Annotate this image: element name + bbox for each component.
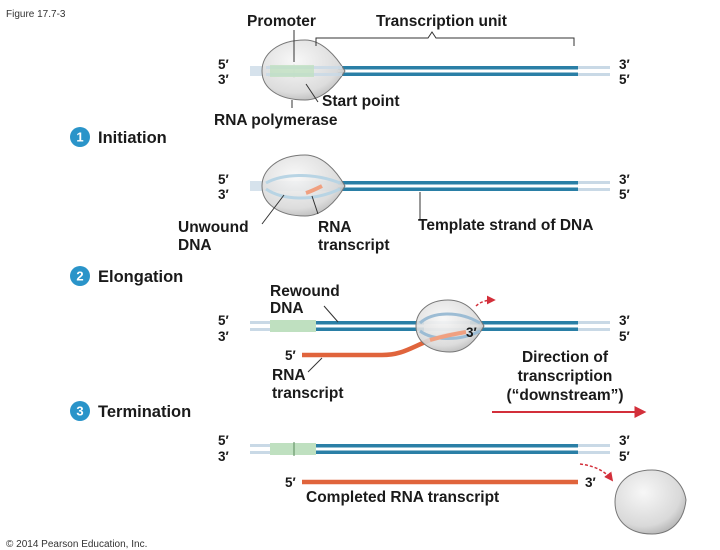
step-number: 1 [76, 130, 83, 145]
completed-rna-label: Completed RNA transcript [306, 489, 499, 506]
released-polymerase [614, 469, 687, 535]
top-three-prime-left: 3′ [218, 72, 229, 87]
elong-three-prime-left: 3′ [218, 329, 229, 344]
init-five-prime-right: 5′ [619, 187, 630, 202]
step-badge [70, 401, 90, 421]
termination-schematic: 5′ 3′ 3′ 5′ 5′ 3′ Completed RNA transcri… [218, 433, 687, 535]
term-five-prime-left: 5′ [218, 433, 229, 448]
elong-rna-label-line2: transcript [272, 385, 344, 402]
elong-five-prime-right: 5′ [619, 329, 630, 344]
init-five-prime-left: 5′ [218, 172, 229, 187]
step-number: 3 [76, 404, 83, 419]
figure-label: Figure 17.7-3 [6, 9, 66, 20]
rna-polymerase-shape [261, 154, 346, 217]
elongation-schematic: Rewound DNA 5′ 3′ 3′ 5′ 5′ 3′ RNA transc… [218, 283, 647, 418]
step-number: 2 [76, 269, 83, 284]
step-badge [70, 127, 90, 147]
top-five-prime-right: 5′ [619, 72, 630, 87]
top-three-prime-right: 3′ [619, 57, 630, 72]
rna-five-prime: 5′ [285, 348, 296, 363]
direction-label-line2: transcription [518, 368, 613, 385]
copyright: © 2014 Pearson Education, Inc. [6, 539, 147, 550]
completed-rna-three-prime: 3′ [585, 475, 596, 490]
term-five-prime-right: 5′ [619, 449, 630, 464]
step-title: Termination [98, 403, 191, 421]
term-three-prime-left: 3′ [218, 449, 229, 464]
unwound-dna-label-line2: DNA [178, 237, 212, 254]
step-termination: 3 Termination [70, 401, 191, 421]
transcription-unit-label: Transcription unit [376, 13, 507, 30]
elong-rna-label-line1: RNA [272, 367, 306, 384]
init-three-prime-left: 3′ [218, 187, 229, 202]
top-five-prime-left: 5′ [218, 57, 229, 72]
completed-rna-five-prime: 5′ [285, 475, 296, 490]
top-schematic: Promoter Transcription unit Start point … [214, 13, 630, 129]
step-elongation: 2 Elongation [70, 266, 183, 286]
step-badge [70, 266, 90, 286]
step-title: Elongation [98, 268, 183, 286]
template-strand-label: Template strand of DNA [418, 217, 593, 234]
rna-three-prime: 3′ [466, 325, 477, 340]
promoter-label: Promoter [247, 13, 316, 30]
init-three-prime-right: 3′ [619, 172, 630, 187]
step-initiation: 1 Initiation [70, 127, 167, 147]
rna-transcript-label-line1: RNA [318, 219, 352, 236]
rewound-dna-label-line1: Rewound [270, 283, 340, 300]
start-point-label: Start point [322, 93, 400, 110]
rna-transcript-label-line2: transcript [318, 237, 390, 254]
elong-five-prime-left: 5′ [218, 313, 229, 328]
short-rna-transcript [305, 184, 323, 195]
rewound-dna-label-line2: DNA [270, 300, 304, 317]
elong-three-prime-right: 3′ [619, 313, 630, 328]
direction-label-line3: (“downstream”) [506, 387, 623, 404]
unwound-dna-label-line1: Unwound [178, 219, 249, 236]
step-title: Initiation [98, 129, 167, 147]
rna-polymerase-label: RNA polymerase [214, 112, 338, 129]
term-three-prime-right: 3′ [619, 433, 630, 448]
initiation-schematic: 5′ 3′ 3′ 5′ Unwound DNA RNA transcript T… [178, 154, 630, 254]
direction-label-line1: Direction of [522, 349, 609, 366]
